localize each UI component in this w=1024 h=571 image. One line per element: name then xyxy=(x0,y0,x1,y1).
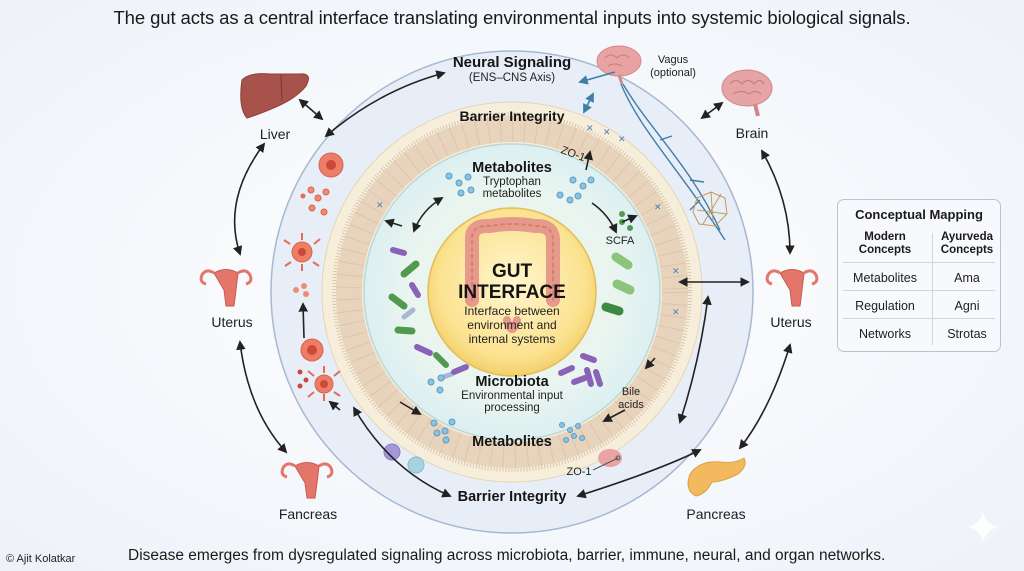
tight-junction-icons: ✕ ✕ ✕ ✕ ✕ ✕ ✕ xyxy=(376,124,680,318)
metabolites-bottom-label: Metabolites xyxy=(472,434,552,450)
liver-icon xyxy=(240,73,309,119)
systemic-signal-arrows xyxy=(233,70,795,499)
epithelial-cell-borders xyxy=(336,116,688,468)
neural-signaling-label: Neural Signaling xyxy=(453,54,571,71)
mapping-header-ayurveda-line2: Concepts xyxy=(940,244,994,256)
mapping-cell-ayurveda: Strotas xyxy=(947,327,987,341)
mapping-cell-modern: Networks xyxy=(858,327,912,341)
uterus-right-label: Uterus xyxy=(770,314,811,330)
neural-signaling-sublabel: (ENS–CNS Axis) xyxy=(469,72,555,84)
copyright-notice: © Ajit Kolatkar xyxy=(6,553,76,565)
barrier-integrity-bottom-label: Barrier Integrity xyxy=(458,489,567,505)
mapping-cell-modern: Regulation xyxy=(855,299,915,313)
vagus-nerve-icon xyxy=(620,83,726,241)
mapping-row-divider xyxy=(843,262,995,263)
bile-acids-label-line1: Bile xyxy=(622,386,640,398)
vagus-label-line2: (optional) xyxy=(650,67,696,79)
sparkle-icon xyxy=(968,512,998,542)
pancreas-icon xyxy=(687,457,746,497)
barrier-integrity-top-label: Barrier Integrity xyxy=(459,108,564,124)
internal-signal-arrows xyxy=(384,150,656,422)
metabolites-top-sub2: metabolites xyxy=(483,188,542,200)
microbiota-label: Microbiota xyxy=(475,374,549,390)
vagus-label-line1: Vagus xyxy=(658,54,689,66)
mapping-row-divider xyxy=(843,318,995,319)
core-sub-line3: internal systems xyxy=(469,332,556,346)
svg-text:✕: ✕ xyxy=(603,128,611,138)
fancreas-label: Fancreas xyxy=(279,506,337,522)
svg-text:✕: ✕ xyxy=(654,203,662,213)
enteric-nerve-plexus-icon xyxy=(692,191,728,227)
core-sub-line1: Interface between xyxy=(464,304,559,318)
mapping-header-ayurveda-line1: Ayurveda xyxy=(941,231,993,243)
microbiota-sub2: processing xyxy=(484,402,540,414)
zo1-bottom-label: ZO-1 xyxy=(566,466,591,478)
metabolites-top-sub1: Tryptophan xyxy=(483,176,541,188)
mapping-header-modern-line1: Modern xyxy=(864,231,906,243)
scfa-label: SCFA xyxy=(606,235,635,247)
vagus-barrier-arrow xyxy=(583,92,594,114)
brain-label: Brain xyxy=(736,125,769,141)
conceptual-mapping-table: Conceptual Mapping Modern Concepts Ayurv… xyxy=(837,199,1001,352)
brain-vagus-icon xyxy=(596,45,642,85)
brain-icon xyxy=(721,69,773,117)
colon-icon xyxy=(465,217,560,333)
microbiota-sub1: Environmental input xyxy=(461,390,563,402)
uterus-right-icon xyxy=(765,269,819,307)
footer-caption: Disease emerges from dysregulated signal… xyxy=(128,547,886,564)
mapping-cell-modern: Metabolites xyxy=(853,271,917,285)
uterus-left-label: Uterus xyxy=(211,314,252,330)
mapping-title: Conceptual Mapping xyxy=(855,207,983,222)
vagus-afferent-arrow xyxy=(578,71,616,85)
mapping-cell-ayurveda: Agni xyxy=(954,299,980,313)
metabolites-top-label: Metabolites xyxy=(472,160,552,176)
mapping-column-divider xyxy=(932,233,933,345)
mapping-header-modern: Modern Concepts xyxy=(846,231,924,257)
main-title: The gut acts as a central interface tran… xyxy=(113,7,911,28)
microvilli xyxy=(332,112,692,472)
mapping-header-modern-line2: Concepts xyxy=(858,244,912,256)
mapping-cell-ayurveda: Ama xyxy=(954,271,980,285)
svg-text:✕: ✕ xyxy=(618,135,626,145)
svg-text:✕: ✕ xyxy=(586,124,594,134)
svg-text:✕: ✕ xyxy=(376,201,384,211)
svg-text:✕: ✕ xyxy=(672,308,680,318)
pancreas-label: Pancreas xyxy=(686,506,745,522)
svg-text:✕: ✕ xyxy=(672,267,680,277)
uterus-bottom-icon xyxy=(280,462,334,499)
mapping-header-ayurveda: Ayurveda Concepts xyxy=(928,231,1006,257)
uterus-left-icon xyxy=(199,269,253,307)
mapping-row-divider xyxy=(843,290,995,291)
core-title-line1: GUT xyxy=(492,261,533,282)
bile-acids-label-line2: acids xyxy=(618,399,644,411)
liver-label: Liver xyxy=(260,126,291,142)
core-sub-line2: environment and xyxy=(467,318,556,332)
core-title-line2: INTERFACE xyxy=(458,282,566,303)
